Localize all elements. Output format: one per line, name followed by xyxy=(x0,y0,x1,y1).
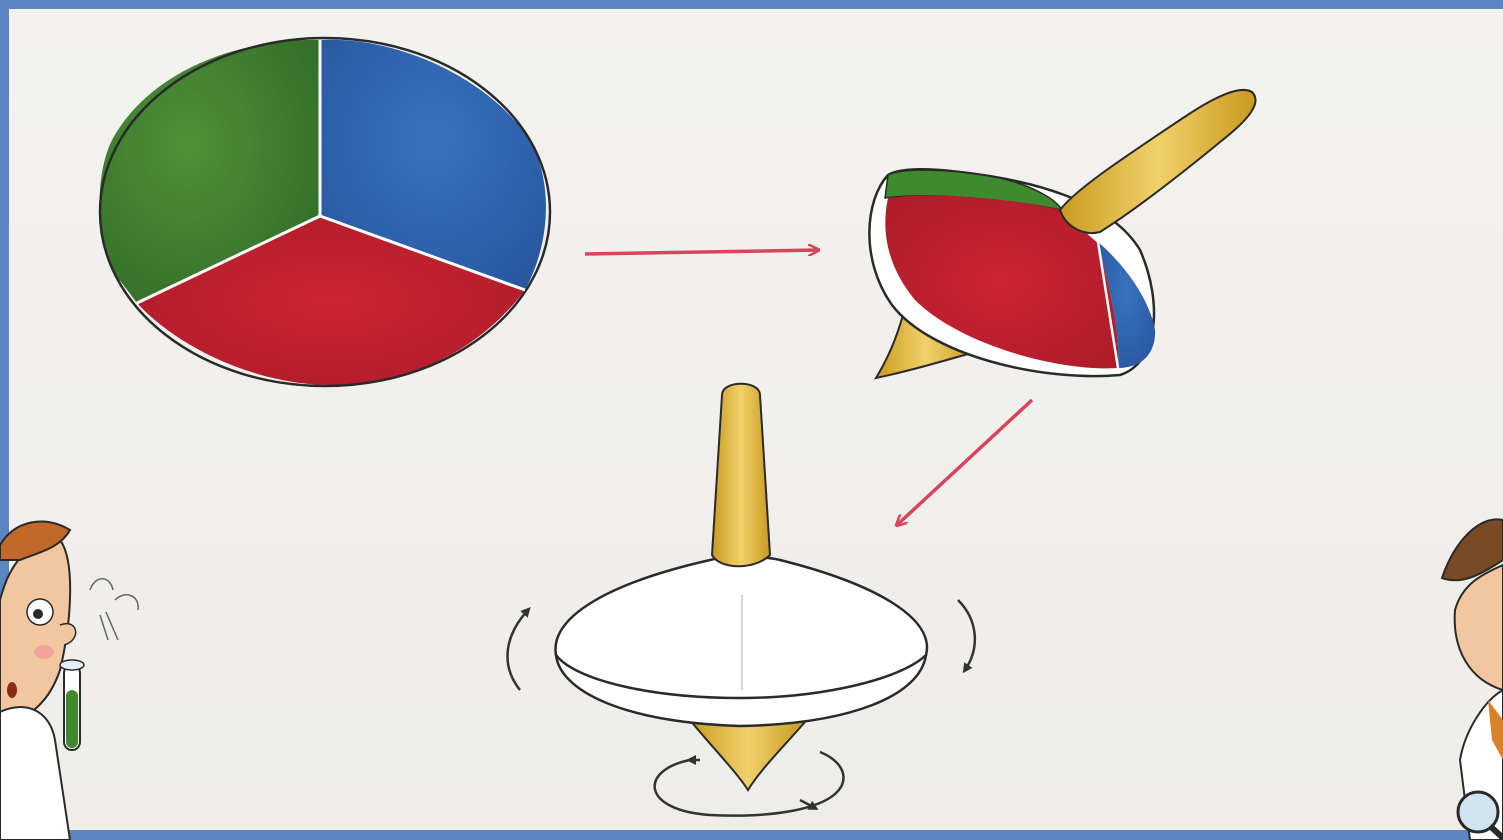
scientist-boy-left-icon xyxy=(0,522,138,840)
arrow-right-icon xyxy=(585,250,818,254)
spinning-top-colored-icon xyxy=(869,90,1255,378)
color-wheel-icon xyxy=(100,38,550,386)
scientist-boy-right-icon xyxy=(1442,519,1503,840)
spinning-top-white-icon xyxy=(556,384,927,790)
arrow-down-left-icon xyxy=(897,400,1032,525)
